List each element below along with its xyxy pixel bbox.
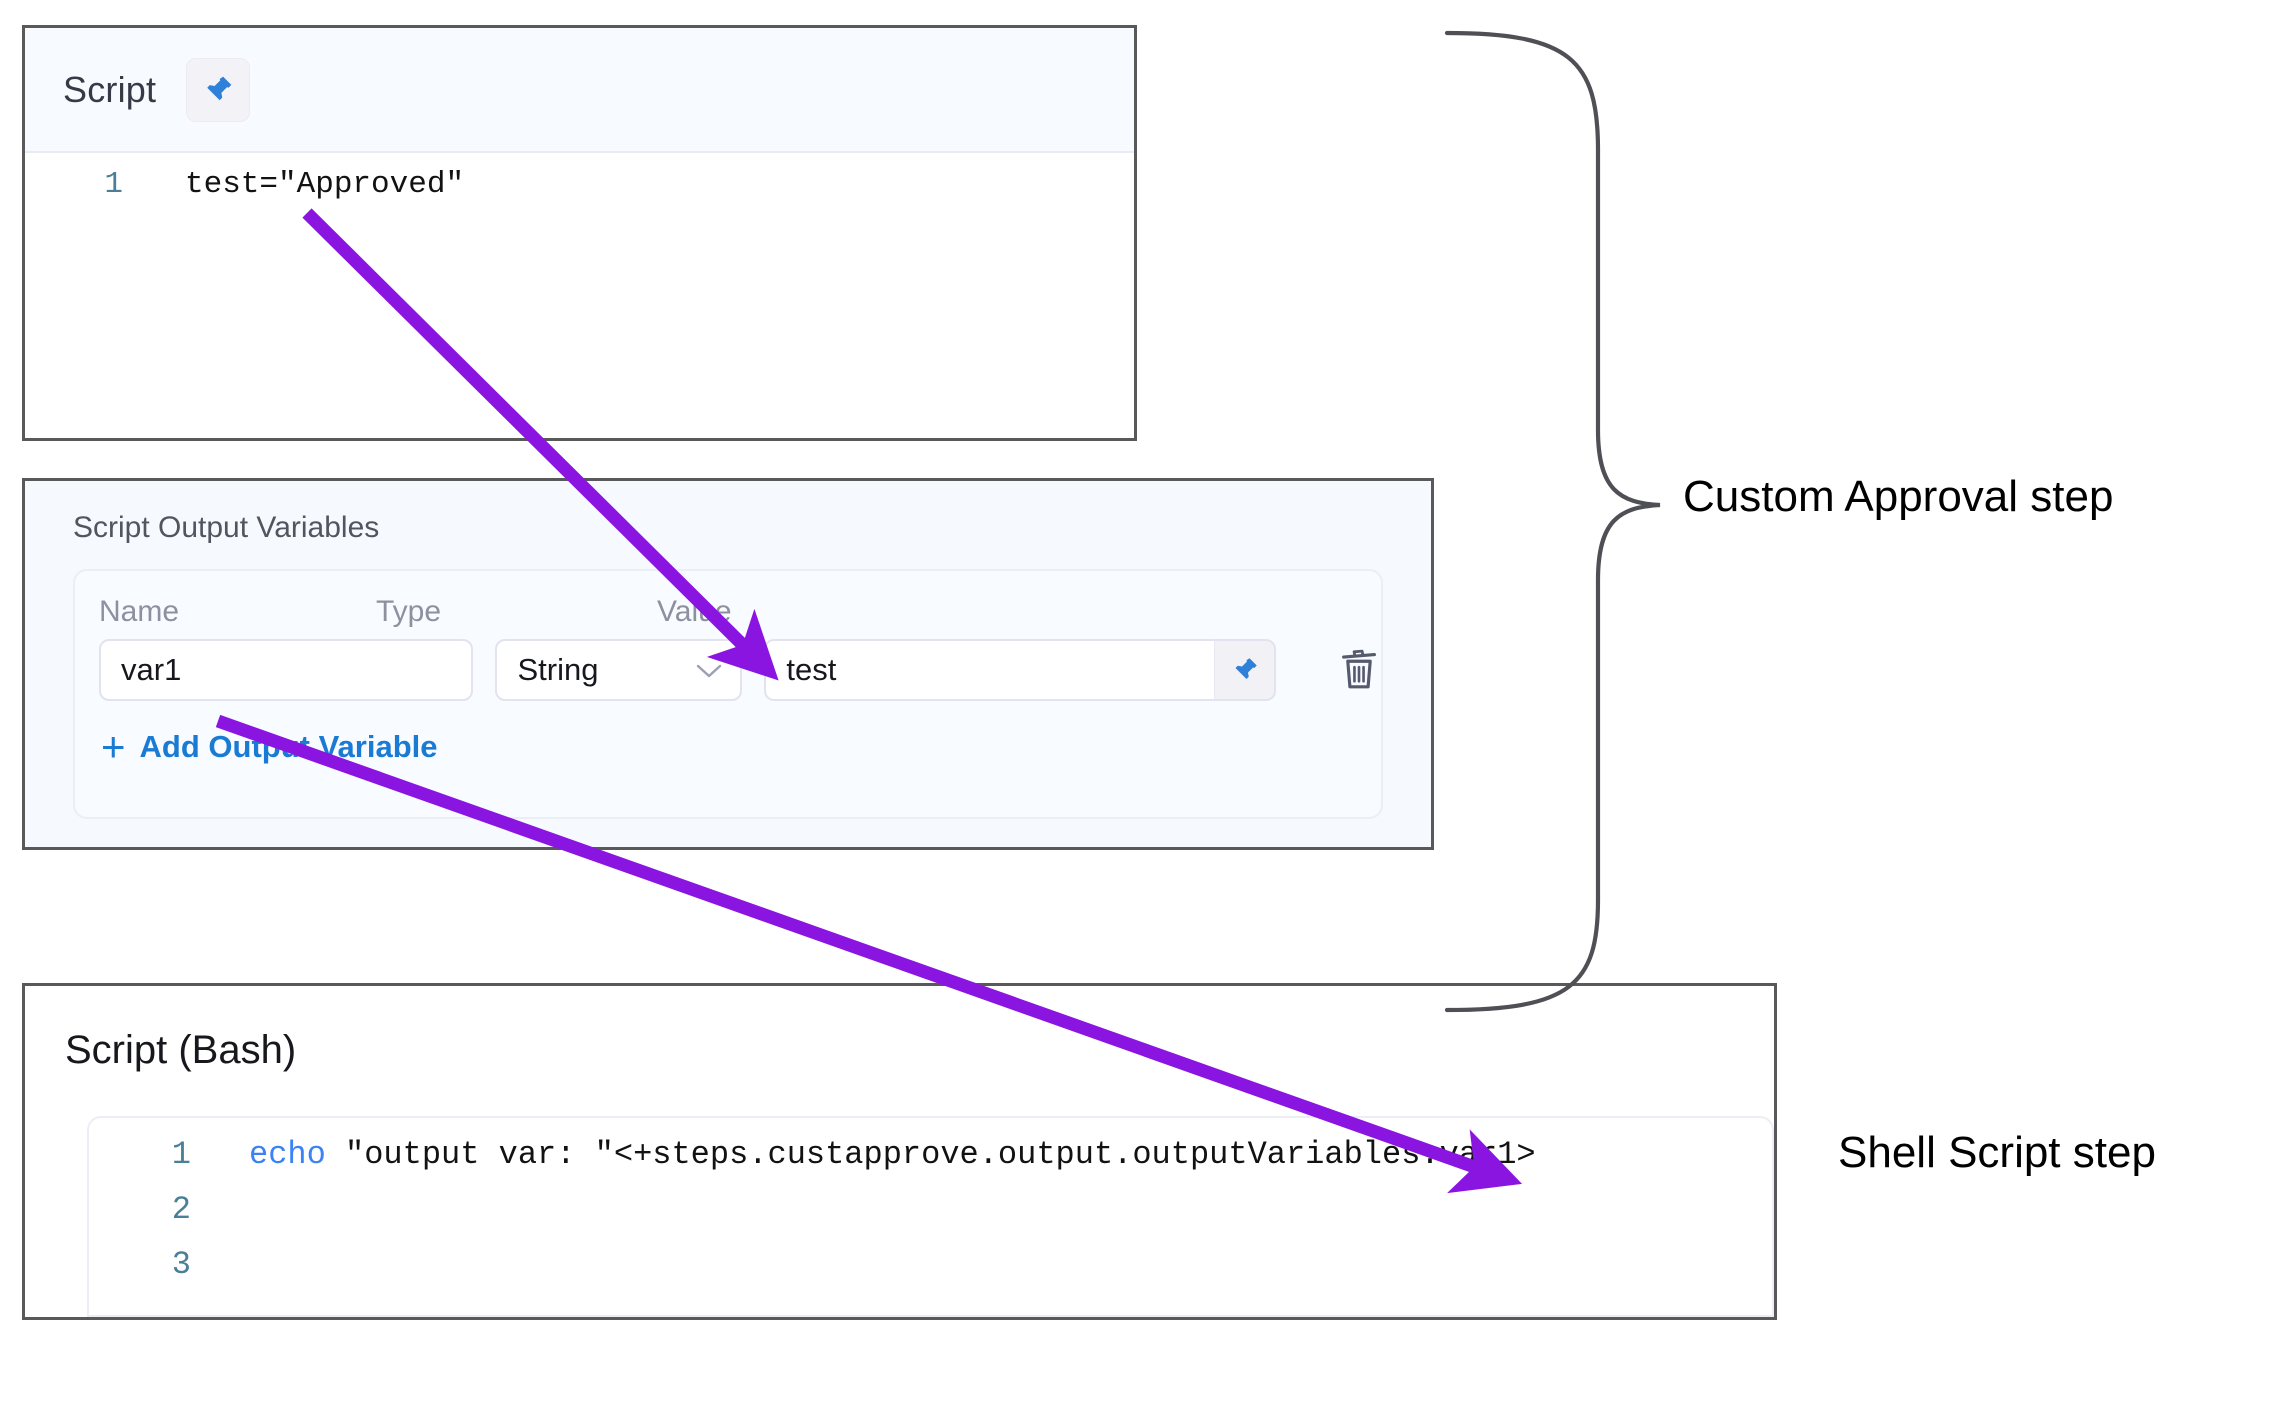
line-content: echo "output var: "<+steps.custapprove.o… bbox=[201, 1136, 1536, 1173]
script-output-variables-panel: Script Output Variables Name Type Value … bbox=[22, 478, 1434, 850]
output-variables-title: Script Output Variables bbox=[73, 511, 380, 544]
add-output-variable-label: Add Output Variable bbox=[139, 729, 438, 764]
keyword-echo: echo bbox=[249, 1136, 326, 1173]
code-line: 1 echo "output var: "<+steps.custapprove… bbox=[89, 1136, 1772, 1191]
output-variables-card: Name Type Value var1 String test bbox=[73, 569, 1383, 819]
delete-variable-button[interactable] bbox=[1336, 644, 1381, 696]
script-panel-header: Script bbox=[25, 28, 1134, 153]
column-header-value: Value bbox=[657, 595, 732, 628]
bash-panel-title: Script (Bash) bbox=[65, 1028, 297, 1072]
pin-icon bbox=[1230, 655, 1260, 685]
output-variables-column-headers: Name Type Value bbox=[75, 571, 1381, 629]
line-number: 3 bbox=[171, 1246, 191, 1283]
value-pin-icon-button[interactable] bbox=[1214, 639, 1277, 701]
code-line: 1 test="Approved" bbox=[25, 167, 1134, 221]
column-header-name: Name bbox=[99, 595, 180, 628]
pin-icon-button[interactable] bbox=[186, 57, 251, 122]
add-output-variable-button[interactable]: + Add Output Variable bbox=[75, 701, 1381, 771]
variable-value-group: test bbox=[764, 639, 1277, 701]
variable-name-input[interactable]: var1 bbox=[99, 639, 474, 701]
script-code-editor[interactable]: 1 test="Approved" bbox=[25, 153, 1134, 438]
variable-type-select[interactable]: String bbox=[495, 639, 743, 701]
variable-type-value: String bbox=[517, 652, 599, 687]
bash-script-panel: Script (Bash) 1 echo "output var: "<+ste… bbox=[22, 983, 1777, 1320]
line-content: test="Approved" bbox=[185, 167, 465, 202]
bash-code-editor[interactable]: 1 echo "output var: "<+steps.custapprove… bbox=[87, 1116, 1774, 1317]
column-header-type: Type bbox=[376, 595, 442, 628]
annotation-label-shell-script: Shell Script step bbox=[1838, 1128, 2156, 1177]
line-number: 1 bbox=[171, 1136, 191, 1173]
trash-icon bbox=[1338, 647, 1380, 693]
curly-brace-custom-approval bbox=[1444, 30, 1661, 1013]
line-number: 1 bbox=[104, 167, 123, 202]
chevron-down-icon bbox=[696, 657, 722, 683]
output-variable-row: var1 String test bbox=[75, 629, 1381, 701]
script-panel: Script 1 test="Approved" bbox=[22, 25, 1137, 441]
line-number: 2 bbox=[171, 1191, 191, 1228]
code-line: 3 bbox=[89, 1246, 1772, 1301]
line-content-rest: "output var: "<+steps.custapprove.output… bbox=[325, 1136, 1536, 1173]
annotation-label-custom-approval: Custom Approval step bbox=[1683, 472, 2114, 521]
plus-icon: + bbox=[101, 723, 126, 771]
code-line: 2 bbox=[89, 1191, 1772, 1246]
pin-icon bbox=[201, 73, 235, 107]
script-panel-title: Script bbox=[63, 68, 157, 110]
variable-value-input[interactable]: test bbox=[764, 639, 1215, 701]
